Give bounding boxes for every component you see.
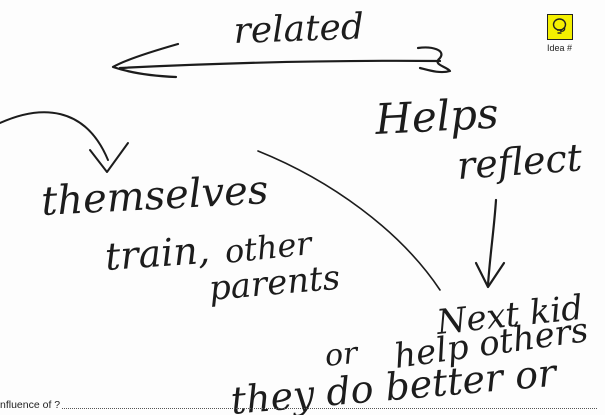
word-helps: Helps <box>373 89 500 144</box>
dotted-answer-line <box>62 408 597 409</box>
word-other: other <box>223 224 315 271</box>
word-related: related <box>233 6 365 52</box>
influence-prompt-line: nfluence of ? <box>0 398 605 415</box>
connector-curve <box>257 150 441 291</box>
idea-badge: Idea # <box>543 12 583 56</box>
idea-number-label: Idea # <box>547 43 573 53</box>
word-themselves: themselves <box>40 167 269 225</box>
related-arrow <box>111 42 452 79</box>
word-train: train, <box>104 228 212 279</box>
word-reflect: reflect <box>456 135 585 188</box>
influence-prompt-label: nfluence of ? <box>0 399 61 411</box>
reflect-down-arrow <box>474 198 506 289</box>
left-curve-arrow <box>0 111 129 173</box>
word-or: or <box>323 336 361 374</box>
lightbulb-icon <box>547 14 573 40</box>
